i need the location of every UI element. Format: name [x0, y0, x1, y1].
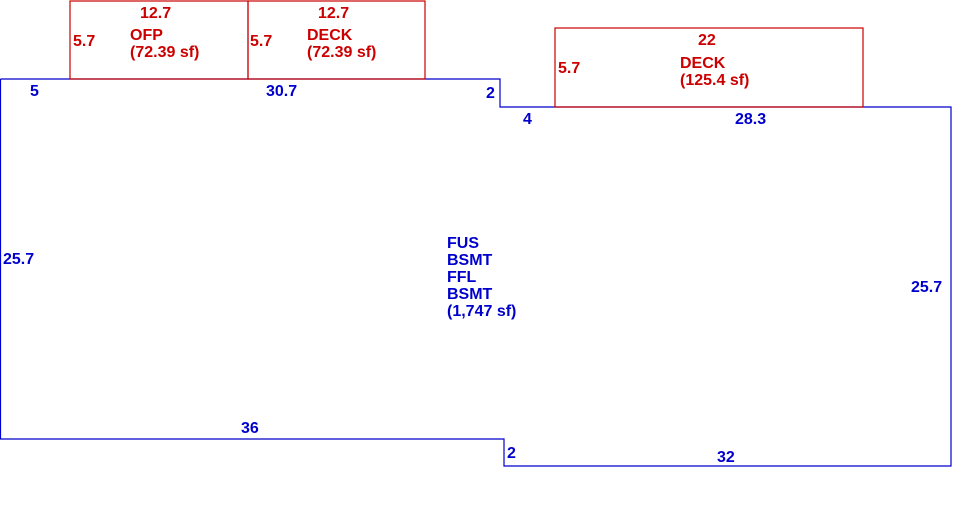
deck-1-dim-side: 5.7 [250, 33, 272, 50]
dim-step-top-h: 4 [523, 111, 532, 128]
ofp-area: (72.39 sf) [130, 44, 199, 61]
dim-top-left-b: 30.7 [266, 83, 297, 100]
ofp-label: OFP [130, 27, 163, 44]
dim-step-bottom-v: 2 [507, 445, 516, 462]
deck-1-area: (72.39 sf) [307, 44, 376, 61]
main-area-outline [0, 78, 952, 467]
deck-1-label: DECK [307, 27, 353, 44]
main-area-area: (1,747 sf) [447, 303, 516, 320]
deck-2-label: DECK [680, 55, 726, 72]
main-area-label-4: BSMT [447, 286, 493, 303]
deck-1-dim-top: 12.7 [318, 5, 349, 22]
main-area-label-2: BSMT [447, 252, 493, 269]
dim-top-left-a: 5 [30, 83, 39, 100]
dim-top-right: 28.3 [735, 111, 766, 128]
main-area-label-1: FUS [447, 235, 479, 252]
dim-right: 25.7 [911, 279, 942, 296]
deck-2-outline [554, 27, 864, 108]
deck-2-dim-top: 22 [698, 32, 716, 49]
deck-1-outline [247, 0, 426, 80]
main-area-label-3: FFL [447, 269, 477, 286]
ofp-dim-side: 5.7 [73, 33, 95, 50]
dim-bottom-left: 36 [241, 420, 259, 437]
dim-step-top-v: 2 [486, 85, 495, 102]
deck-2-area: (125.4 sf) [680, 72, 749, 89]
dim-left: 25.7 [3, 251, 34, 268]
deck-2-dim-side: 5.7 [558, 60, 580, 77]
ofp-dim-top: 12.7 [140, 5, 171, 22]
dim-bottom-right: 32 [717, 449, 735, 466]
